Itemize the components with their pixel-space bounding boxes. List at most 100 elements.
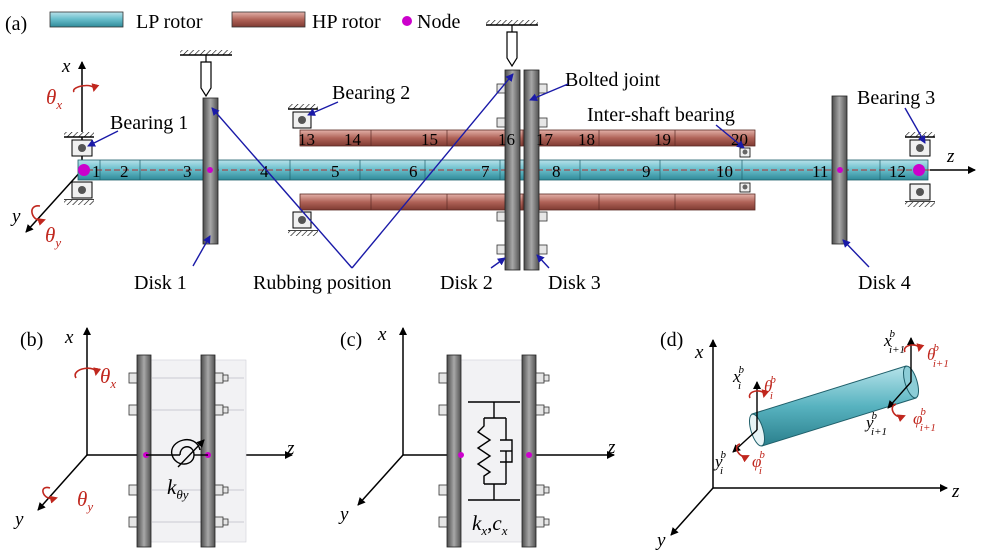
d-yi1-axis — [887, 381, 912, 409]
panel-label-c: (c) — [340, 329, 362, 351]
c-node-left — [458, 452, 464, 458]
panel-label-a: (a) — [5, 13, 27, 35]
panel-label-b: (b) — [20, 329, 43, 351]
a-theta-x-arrow — [72, 83, 100, 93]
b-theta-y-arrow — [42, 486, 58, 504]
bearing-2-pointer — [307, 101, 339, 116]
a-x-axis-label: x — [61, 56, 71, 77]
legend-lp-label: LP rotor — [136, 11, 203, 33]
a-theta-y-arrow — [31, 205, 46, 226]
b-z-axis-label: z — [286, 438, 295, 459]
d-theta-i1-arrow — [903, 343, 925, 353]
lp-node-6: 6 — [409, 162, 418, 181]
disk-2 — [504, 69, 521, 271]
hp-node-18: 18 — [578, 130, 595, 149]
disk-2-pointer — [490, 257, 506, 269]
b-stiffness-label: kθy — [167, 475, 189, 502]
b-theta-y-label: θy — [77, 487, 93, 514]
bearing-3-pointer — [904, 107, 926, 144]
a-z-axis-label: z — [946, 146, 955, 167]
legend-hp-label: HP rotor — [312, 11, 381, 33]
legend-node-label: Node — [417, 11, 460, 33]
hp-node-numbers: 13 14 15 16 17 18 19 20 — [298, 130, 748, 149]
lp-node-11: 11 — [812, 162, 828, 181]
lp-element-dividers — [99, 160, 881, 180]
rub-probe-2 — [486, 20, 538, 68]
d-z-axis-label: z — [951, 481, 960, 502]
hp-node-14: 14 — [344, 130, 362, 149]
bolted-joint-label: Bolted joint — [565, 69, 660, 91]
disk-1-label: Disk 1 — [134, 272, 187, 294]
hp-element-dividers — [370, 130, 676, 210]
legend: LP rotor HP rotor Node — [49, 11, 460, 33]
panel-label-d: (d) — [660, 329, 683, 351]
disk-4-pointer — [842, 239, 870, 268]
lp-node-4: 4 — [260, 162, 269, 181]
d-y-axis — [670, 487, 714, 536]
node-1-marker — [78, 164, 90, 176]
lp-node-1: 1 — [92, 162, 101, 181]
bolted-joint-pointer — [529, 83, 569, 101]
hp-node-16: 16 — [498, 130, 515, 149]
b-theta-x-arrow — [74, 367, 102, 379]
c-z-axis-label: z — [607, 437, 616, 458]
bearing-1-label: Bearing 1 — [110, 112, 188, 134]
c-y-axis — [357, 454, 404, 506]
d-theta-i-arrow — [748, 389, 770, 399]
disk-4-label: Disk 4 — [858, 272, 911, 294]
c-spring-label: kx,cx — [472, 511, 508, 538]
bearing-3-label: Bearing 3 — [857, 87, 935, 109]
lp-node-7: 7 — [481, 162, 490, 181]
lp-node-5: 5 — [331, 162, 340, 181]
hp-node-13: 13 — [298, 130, 315, 149]
rubbing-pointer-right — [351, 73, 514, 269]
disk-2-label: Disk 2 — [440, 272, 493, 294]
disk-3-pointer — [536, 254, 550, 269]
lp-node-9: 9 — [642, 162, 651, 181]
legend-node-marker — [402, 16, 412, 26]
d-phi-i1-arrow — [891, 403, 906, 422]
inter-shaft-pointer — [715, 124, 745, 149]
d-phi-i-arrow — [735, 443, 750, 463]
lp-node-12: 12 — [889, 162, 906, 181]
rubbing-pointer-left — [211, 107, 353, 269]
legend-hp-swatch — [231, 11, 306, 28]
lp-node-3: 3 — [183, 162, 192, 181]
c-y-axis-label: y — [338, 504, 349, 525]
b-rotational-spring — [146, 439, 208, 468]
b-y-axis-label: y — [13, 509, 24, 530]
b-x-axis-label: x — [64, 327, 74, 348]
node-3-marker — [207, 167, 213, 173]
rubbing-position-label: Rubbing position — [253, 272, 391, 294]
bearing-2-label: Bearing 2 — [332, 82, 410, 104]
disk-bolts-a — [496, 83, 548, 255]
disk-3-label: Disk 3 — [548, 272, 601, 294]
c-x-axis-label: x — [377, 324, 387, 345]
disk-1-pointer — [192, 235, 211, 267]
bearing-1 — [64, 132, 94, 205]
bearing-1-pointer — [87, 130, 119, 147]
b-theta-x-label: θx — [100, 364, 116, 391]
rub-probe-1 — [180, 50, 232, 98]
c-node-right — [526, 452, 532, 458]
node-12-marker — [913, 164, 925, 176]
lp-node-10: 10 — [716, 162, 733, 181]
d-y-axis-label: y — [655, 530, 666, 551]
c-spring-damper — [468, 401, 520, 501]
c-bolted-flanges — [438, 354, 550, 548]
b-y-axis — [37, 454, 88, 511]
node-11-marker — [837, 167, 843, 173]
a-y-axis-label: y — [10, 206, 21, 227]
lp-node-2: 2 — [120, 162, 129, 181]
hp-node-19: 19 — [654, 130, 671, 149]
b-bolted-flanges — [128, 354, 247, 548]
